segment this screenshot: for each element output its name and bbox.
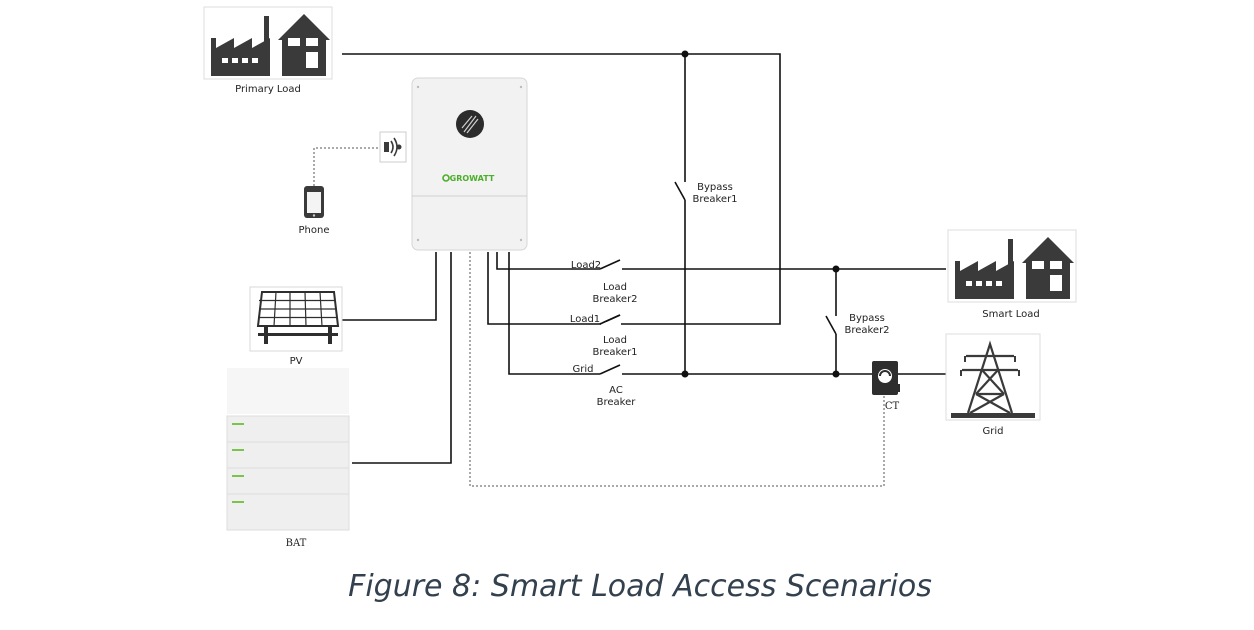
phone-label: Phone bbox=[299, 225, 330, 236]
grid-wire-label: Grid bbox=[573, 364, 594, 375]
ct-comm-wire bbox=[469, 252, 885, 487]
load2-wire-left bbox=[496, 252, 600, 270]
load2-switch bbox=[599, 259, 621, 270]
bypass2-switch bbox=[825, 315, 837, 335]
node-bypass1-top bbox=[681, 50, 689, 58]
primary-load-icon bbox=[203, 6, 333, 80]
phone-comm-wire bbox=[313, 147, 380, 186]
ac-switch bbox=[599, 364, 621, 375]
smart-load-icon bbox=[947, 229, 1077, 303]
grid-label: Grid bbox=[983, 426, 1004, 437]
primary-load-wire bbox=[342, 53, 781, 325]
bypass1-label-line2: Breaker1 bbox=[692, 194, 737, 205]
load1-switch-blade bbox=[599, 314, 621, 325]
grid-wire-left bbox=[508, 252, 600, 375]
inverter: GROWATT bbox=[411, 77, 528, 251]
ac-breaker-label-line2: Breaker bbox=[597, 397, 637, 408]
grid-tower-icon bbox=[945, 333, 1041, 421]
figure-caption: Figure 8: Smart Load Access Scenarios bbox=[348, 569, 932, 604]
wiring bbox=[313, 50, 946, 487]
load1-wire-label: Load1 bbox=[570, 314, 600, 325]
node-bypass2-top bbox=[832, 265, 840, 273]
pv-wire bbox=[342, 252, 437, 321]
ac-breaker-label-line1: AC bbox=[609, 385, 623, 396]
load2-wire-label: Load2 bbox=[571, 260, 601, 271]
bypass2-label-line1: Bypass bbox=[849, 313, 885, 324]
pv-panel-icon bbox=[249, 286, 343, 352]
bypass1-switch bbox=[674, 181, 686, 201]
ct-label: CT bbox=[885, 401, 900, 412]
bat-wire bbox=[352, 252, 452, 464]
pv-label: PV bbox=[290, 356, 303, 367]
bat-label: BAT bbox=[286, 538, 307, 549]
primary-load-label: Primary Load bbox=[235, 84, 301, 95]
bypass2-label-line2: Breaker2 bbox=[844, 325, 889, 336]
load2-breaker-label-line2: Breaker2 bbox=[592, 294, 637, 305]
wifi-dongle-icon bbox=[379, 131, 407, 163]
phone-icon bbox=[304, 186, 324, 218]
load2-breaker-label-line1: Load bbox=[603, 282, 627, 293]
load1-breaker-label-line2: Breaker1 bbox=[592, 347, 637, 358]
load1-breaker-label-line1: Load bbox=[603, 335, 627, 346]
battery-icon bbox=[226, 368, 350, 531]
node-bypass2-bottom bbox=[832, 370, 840, 378]
inverter-brand: GROWATT bbox=[450, 174, 495, 183]
node-bypass1-bottom bbox=[681, 370, 689, 378]
ct-clamp-icon bbox=[872, 361, 900, 395]
smart-load-label: Smart Load bbox=[982, 309, 1039, 320]
bypass1-label-line1: Bypass bbox=[697, 182, 733, 193]
